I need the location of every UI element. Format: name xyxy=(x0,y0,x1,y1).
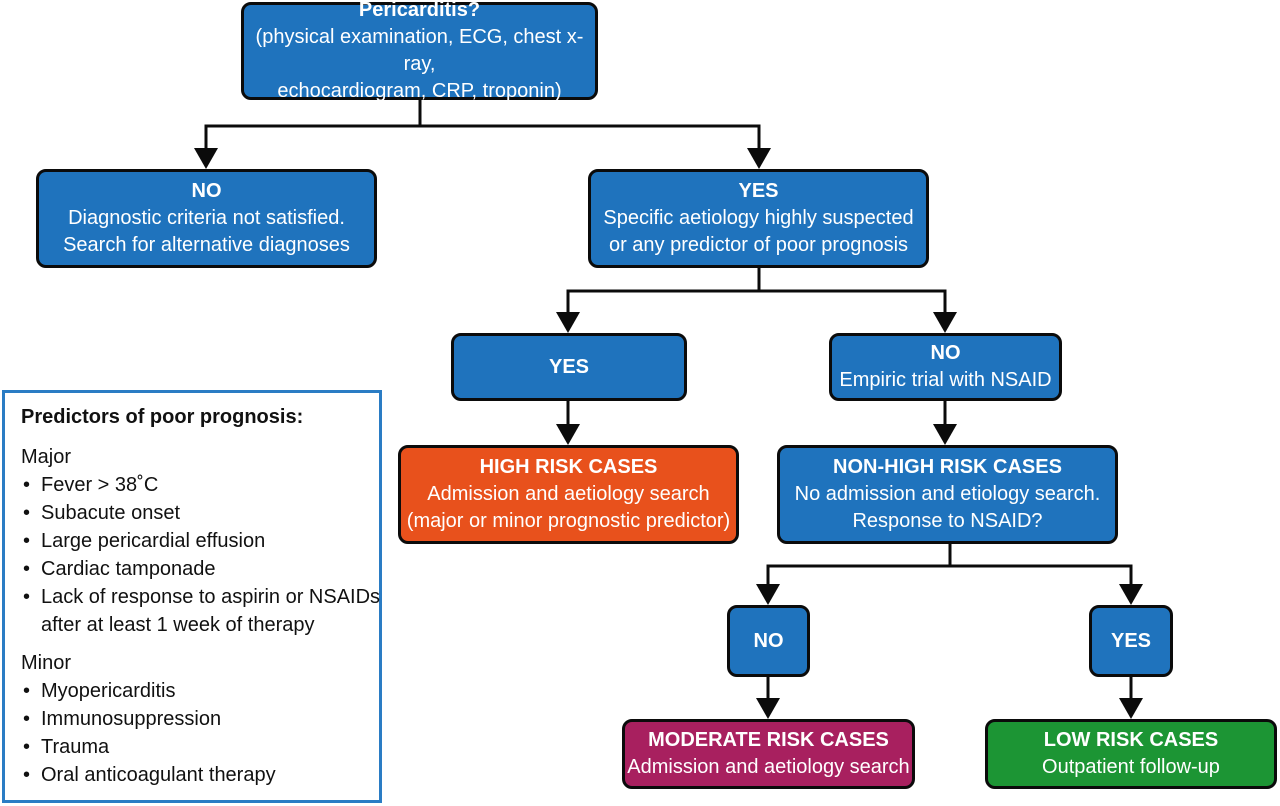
arrowhead xyxy=(933,312,957,333)
connector-nonhigh-yes3 xyxy=(950,564,1133,586)
major-list: Fever > 38˚C Subacute onset Large perica… xyxy=(21,471,381,639)
arrowhead xyxy=(556,312,580,333)
minor-label: Minor xyxy=(21,652,72,674)
arrowhead xyxy=(1119,584,1143,605)
node-yes-predictor: YES xyxy=(451,333,687,401)
node-text: No admission and etiology search. xyxy=(794,483,1101,505)
node-title: NON-HIGH RISK CASES xyxy=(833,456,1062,478)
node-title: MODERATE RISK CASES xyxy=(648,729,889,751)
connector-nonhigh-no3 xyxy=(766,544,952,586)
node-yes-suspected: YES Specific aetiology highly suspected … xyxy=(588,169,929,268)
node-no-response: NO xyxy=(727,605,810,677)
node-non-high-risk: NON-HIGH RISK CASES No admission and eti… xyxy=(777,445,1118,544)
connector-yes1-yes2 xyxy=(566,268,761,314)
node-high-risk: HIGH RISK CASES Admission and aetiology … xyxy=(398,445,739,544)
arrowhead xyxy=(1119,698,1143,719)
arrowhead xyxy=(933,424,957,445)
arrowhead xyxy=(756,584,780,605)
node-no-nsaid-trial: NO Empiric trial with NSAID xyxy=(829,333,1062,401)
list-item: Fever > 38˚C xyxy=(21,471,379,499)
node-text: Admission and aetiology search xyxy=(427,483,710,505)
node-title: NO xyxy=(753,629,784,652)
node-text: (major or minor prognostic predictor) xyxy=(406,510,731,532)
list-item: Subacute onset xyxy=(21,499,379,527)
arrowhead xyxy=(747,148,771,169)
arrowhead xyxy=(756,698,780,719)
predictors-panel: Predictors of poor prognosis: Major Feve… xyxy=(2,390,382,803)
connector-root-yes xyxy=(420,124,761,150)
node-title: NO xyxy=(930,342,961,364)
list-item: Cardiac tamponade xyxy=(21,555,379,583)
node-text: Outpatient follow-up xyxy=(1042,756,1220,778)
node-text: or any predictor of poor prognosis xyxy=(608,234,909,256)
arrowhead xyxy=(556,424,580,445)
node-text: Empiric trial with NSAID xyxy=(839,369,1052,391)
connector-yes1-no2 xyxy=(759,289,947,314)
node-low-risk: LOW RISK CASES Outpatient follow-up xyxy=(985,719,1277,789)
node-title: HIGH RISK CASES xyxy=(479,456,658,478)
list-item: Trauma xyxy=(21,733,379,761)
node-pericarditis: Pericarditis? (physical examination, ECG… xyxy=(241,0,598,102)
node-text: (physical examination, ECG, chest x-ray, xyxy=(255,26,584,75)
node-title: YES xyxy=(738,180,779,202)
node-title: LOW RISK CASES xyxy=(1043,729,1219,751)
node-title: YES xyxy=(548,355,590,378)
list-item: Myopericarditis xyxy=(21,677,379,705)
node-text: Diagnostic criteria not satisfied. xyxy=(68,207,345,229)
node-text: Response to NSAID? xyxy=(852,510,1043,532)
node-text: Admission and aetiology search xyxy=(627,756,910,778)
list-item: Lack of response to aspirin or NSAIDs af… xyxy=(21,583,381,639)
node-no-criteria: NO Diagnostic criteria not satisfied. Se… xyxy=(36,169,377,268)
node-text: Specific aetiology highly suspected xyxy=(603,207,914,229)
node-yes-response: YES xyxy=(1089,605,1173,677)
list-item: Oral anticoagulant therapy xyxy=(21,761,379,789)
node-text: Search for alternative diagnoses xyxy=(63,234,350,256)
node-moderate-risk: MODERATE RISK CASES Admission and aetiol… xyxy=(622,719,915,789)
minor-list: Myopericarditis Immunosuppression Trauma… xyxy=(21,677,379,789)
node-title: NO xyxy=(191,180,222,202)
list-item: Large pericardial effusion xyxy=(21,527,379,555)
predictors-heading: Predictors of poor prognosis: xyxy=(21,406,304,428)
connector-root-no xyxy=(204,99,422,150)
node-text: echocardiogram, CRP, troponin) xyxy=(277,80,562,102)
list-item: Immunosuppression xyxy=(21,705,379,733)
arrowhead xyxy=(194,148,218,169)
node-title: Pericarditis? xyxy=(358,0,481,21)
node-title: YES xyxy=(1110,629,1152,652)
major-label: Major xyxy=(21,446,72,468)
